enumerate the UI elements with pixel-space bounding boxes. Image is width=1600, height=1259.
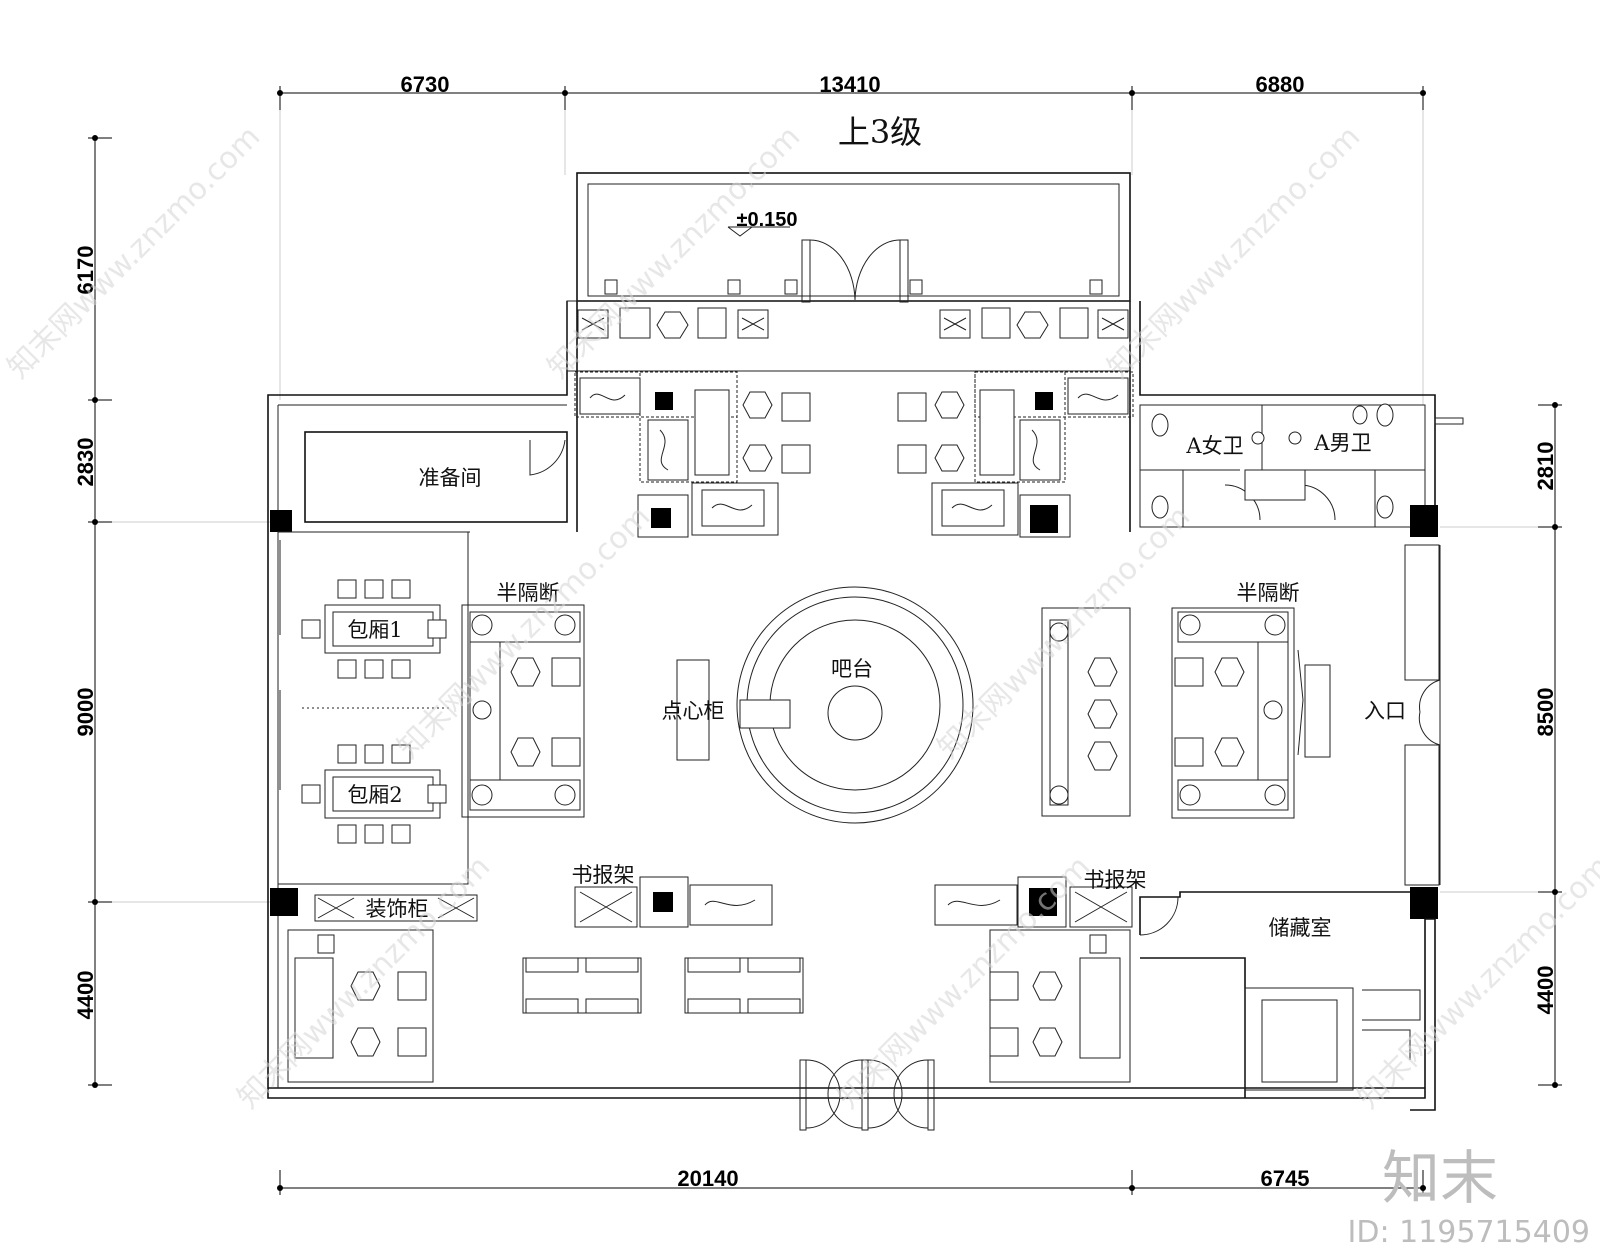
dim-bottom-2: 6745	[1261, 1166, 1310, 1191]
lower-left-seating	[287, 929, 434, 1083]
dim-top-1: 6730	[401, 72, 450, 97]
stairs-label: 上3级	[838, 113, 922, 151]
book-rack-left	[574, 876, 773, 928]
center-lower-tables	[522, 957, 804, 1014]
prep-room	[304, 431, 568, 523]
left-upper-lounge	[574, 371, 811, 538]
private-room-1-label: 包厢1	[347, 618, 402, 642]
right-partition-seating	[1041, 607, 1331, 819]
dim-bottom-1: 20140	[677, 1166, 738, 1191]
elevation-label: ±0.150	[736, 209, 797, 231]
watermark-text: 知末网www.znzmo.com	[541, 119, 807, 385]
bar-counter	[676, 586, 974, 824]
entrance-label: 入口	[1364, 699, 1406, 723]
private-room-2-label: 包厢2	[347, 783, 402, 807]
watermark-text: 知末网www.znzmo.com	[1, 119, 267, 385]
dim-top-3: 6880	[1256, 72, 1305, 97]
storage-label: 储藏室	[1269, 916, 1332, 940]
columns	[270, 505, 1438, 919]
dim-left-3: 9000	[73, 688, 98, 737]
bar-label: 吧台	[831, 657, 873, 681]
half-partition-right-label: 半隔断	[1237, 581, 1300, 605]
dim-left-1: 6170	[73, 246, 98, 295]
half-partition-left-label: 半隔断	[497, 581, 560, 605]
decor-cabinet	[314, 894, 478, 922]
book-rack-right-label: 书报架	[1084, 868, 1147, 892]
dim-top-2: 13410	[819, 72, 880, 97]
dim-right-2: 8500	[1533, 688, 1558, 737]
private-rooms	[277, 531, 470, 885]
lower-right-seating	[989, 929, 1131, 1083]
prep-room-label: 准备间	[419, 466, 482, 490]
watermark-text: 知末网www.znzmo.com	[1351, 849, 1600, 1115]
dimension-dots	[92, 90, 1558, 1191]
dim-right-3: 4400	[1533, 966, 1558, 1015]
terrace-furniture	[566, 300, 1131, 372]
watermark-id: ID: 1195715409	[1348, 1215, 1590, 1250]
dim-left-2: 2830	[73, 438, 98, 487]
womens-wc-label: A女卫	[1185, 434, 1243, 458]
book-rack-left-label: 书报架	[572, 863, 635, 887]
bottom-doors	[799, 1059, 935, 1131]
watermark-logo: 知末	[1382, 1144, 1498, 1212]
watermark-text: 知末网www.znzmo.com	[1101, 119, 1367, 385]
decor-cabinet-label: 装饰柜	[366, 897, 429, 921]
mens-wc-label: A男卫	[1313, 431, 1371, 455]
right-upper-lounge	[897, 371, 1134, 538]
left-partition-seating	[461, 604, 585, 818]
dim-left-4: 4400	[73, 971, 98, 1020]
book-rack-right	[934, 876, 1133, 928]
storage-room	[1139, 891, 1436, 1111]
restrooms	[1139, 403, 1464, 528]
dim-right-1: 2810	[1533, 442, 1558, 491]
entrance-doors	[1404, 544, 1441, 886]
snack-cabinet-label: 点心柜	[662, 699, 725, 723]
